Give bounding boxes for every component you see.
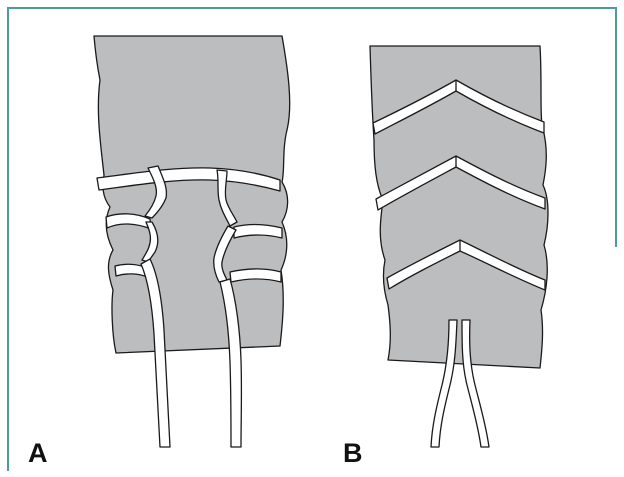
fabric-b — [370, 46, 548, 368]
panel-a-label: A — [28, 440, 48, 467]
fabric-a — [94, 36, 290, 353]
panel-a-illustration — [94, 36, 290, 447]
panel-b-illustration — [370, 46, 548, 447]
panel-b-label: B — [343, 440, 363, 467]
